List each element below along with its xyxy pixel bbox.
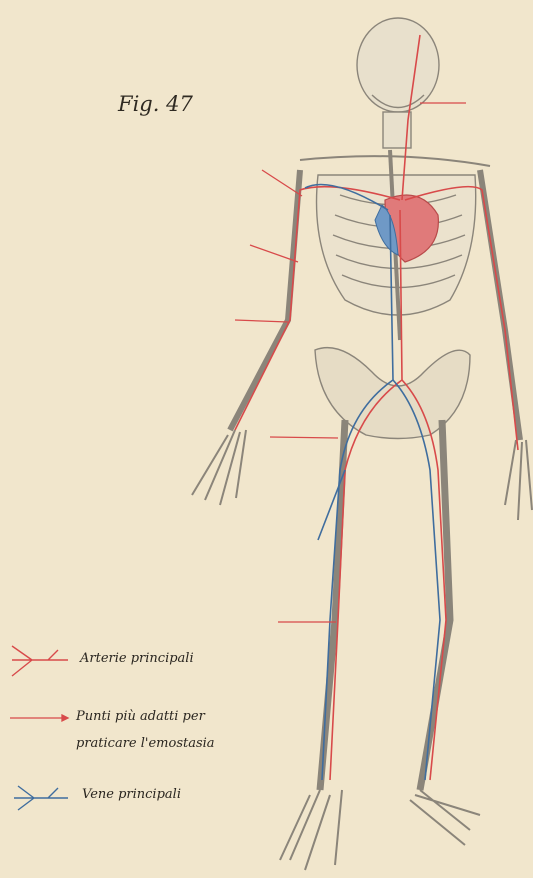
- legend-arteries: Arterie principali: [80, 651, 194, 666]
- skeleton: [192, 18, 532, 870]
- legend-points-line2: praticare l'emostasia: [76, 736, 215, 751]
- right-arm-bones: [230, 170, 300, 430]
- left-foot: [410, 790, 480, 845]
- legend-veins: Vene principali: [82, 787, 181, 802]
- legend-points-line1: Punti più adatti per: [76, 709, 205, 724]
- right-foot: [280, 790, 342, 870]
- artery-legend-icon: [12, 646, 68, 676]
- left-hand: [505, 440, 532, 520]
- right-hand: [192, 430, 246, 505]
- skull: [357, 18, 439, 112]
- hemostasis-legend-icon: [10, 715, 68, 721]
- legend-icons: [10, 646, 68, 810]
- vein-legend-icon: [14, 786, 68, 810]
- clavicles: [300, 156, 490, 166]
